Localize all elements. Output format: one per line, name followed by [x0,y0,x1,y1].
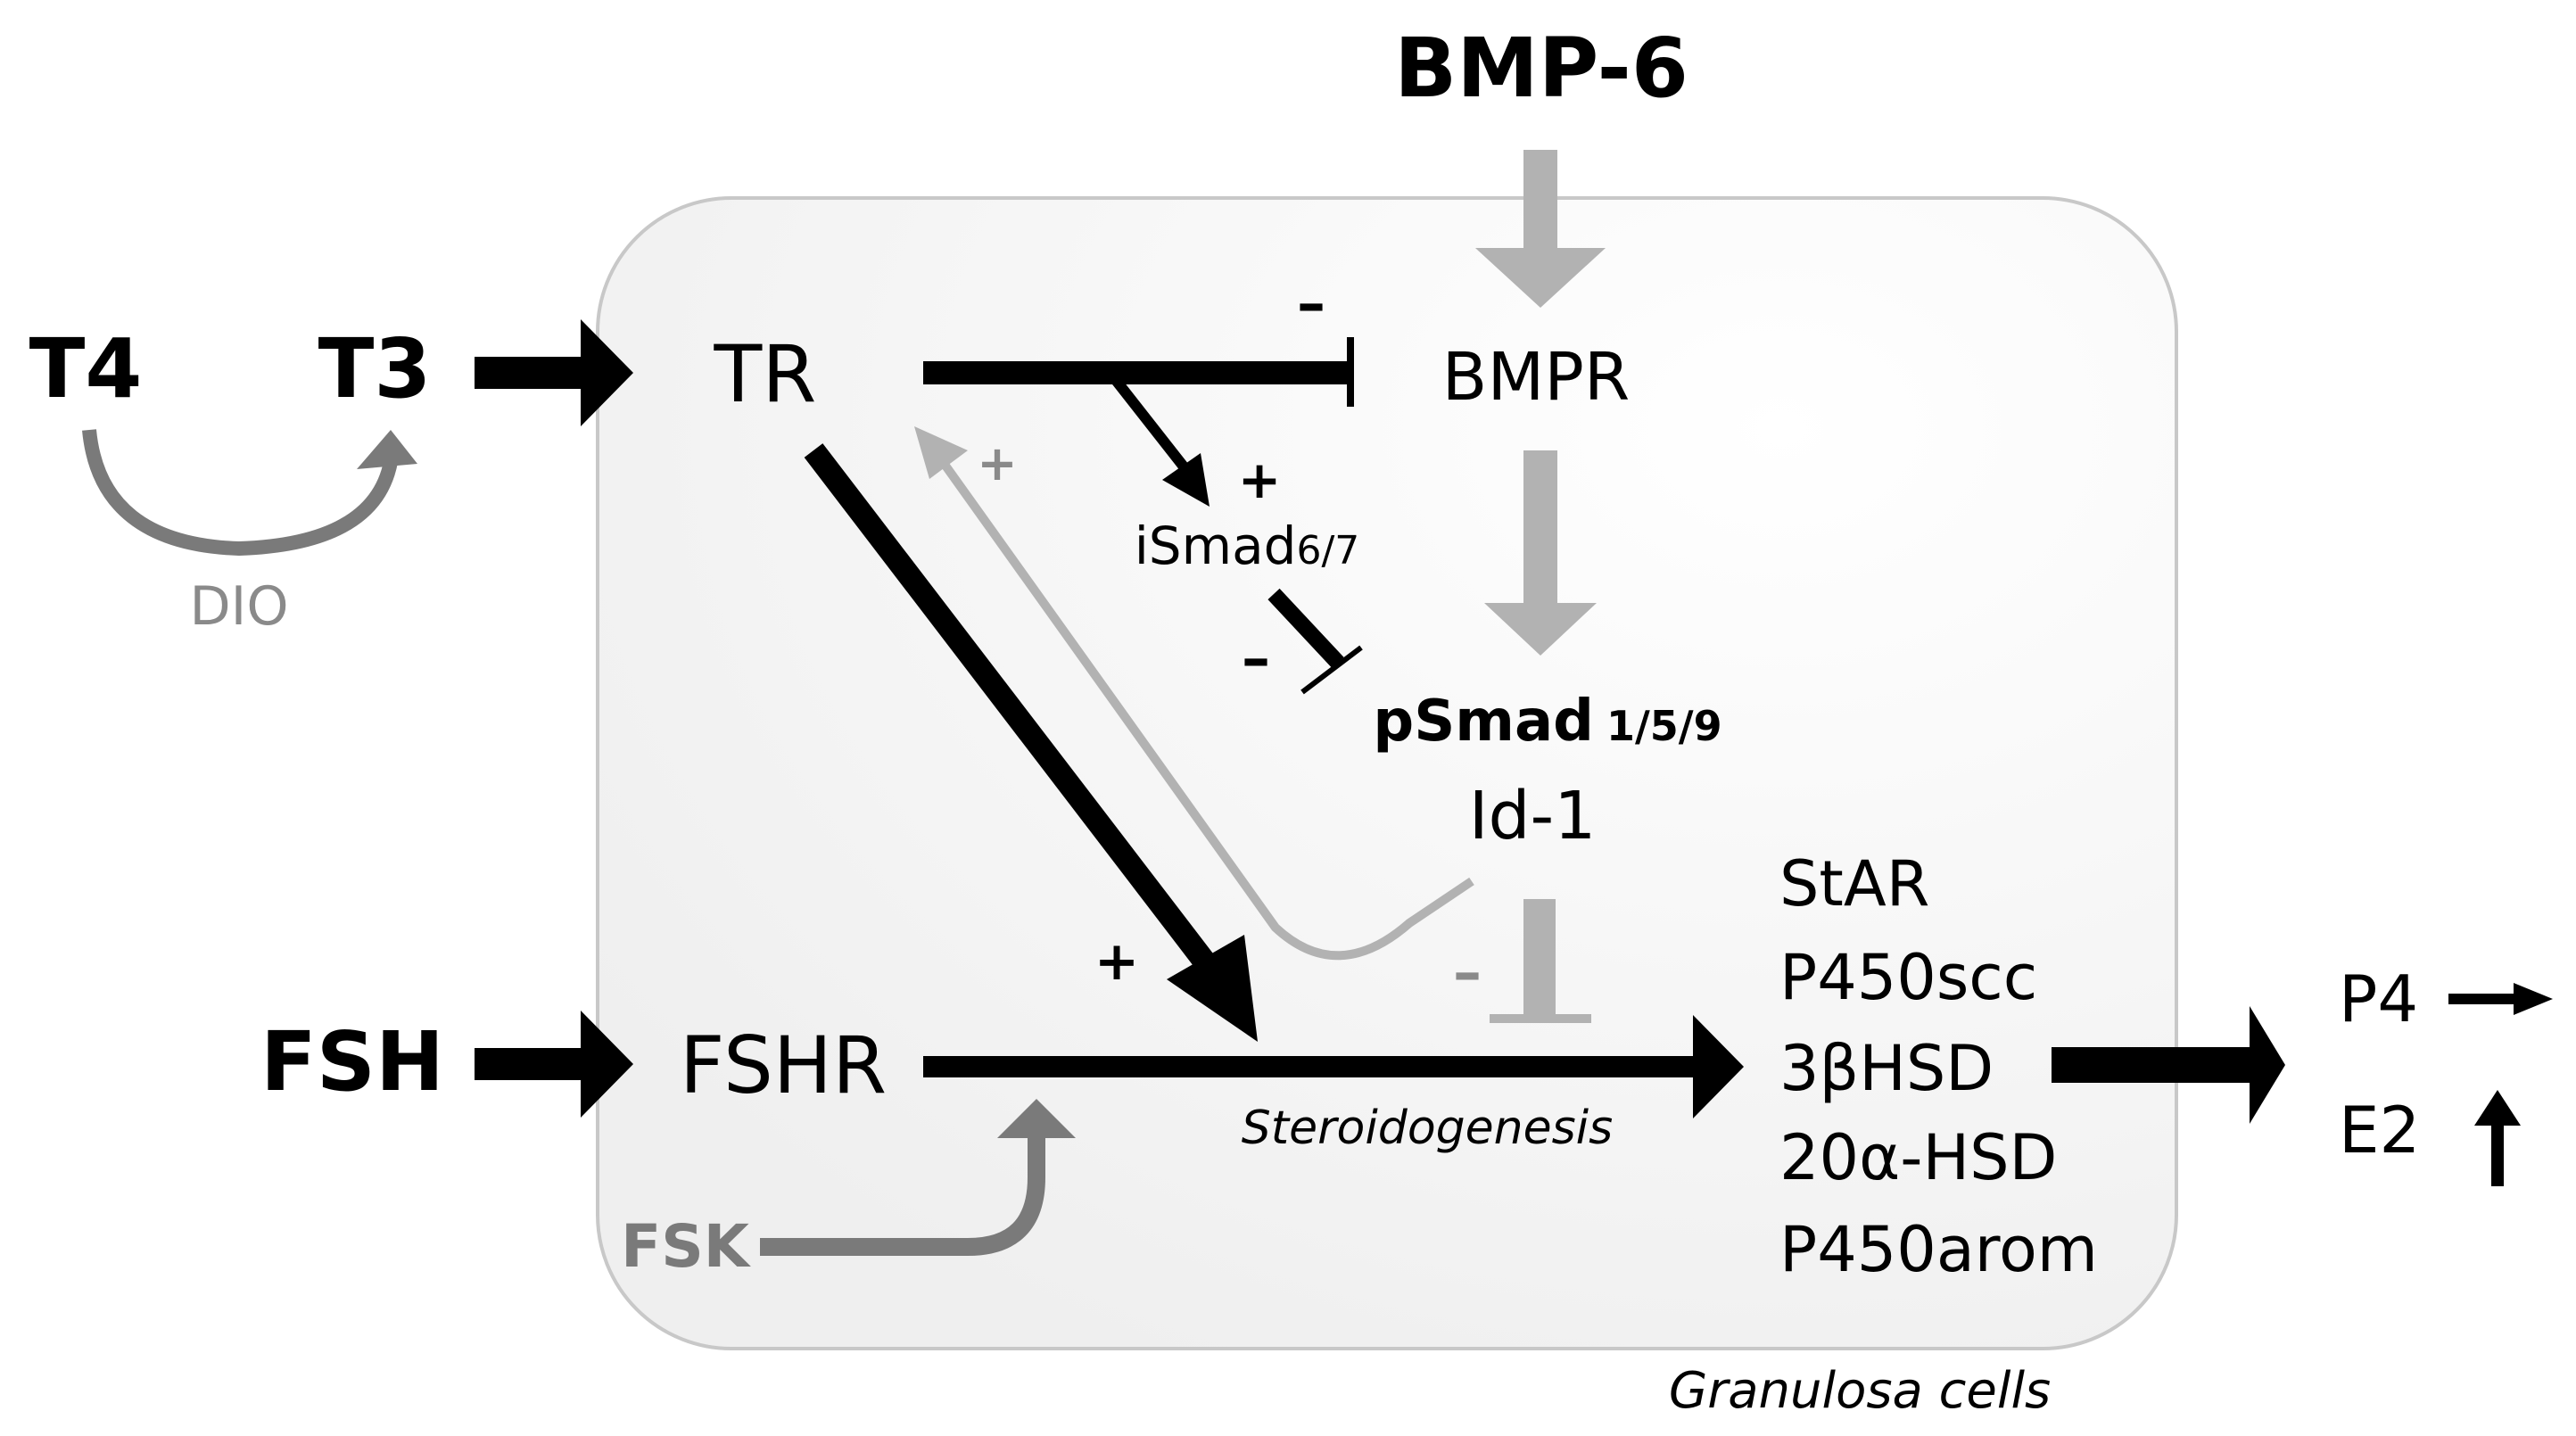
plus-tr-fshr-label: + [1094,930,1139,993]
p4-label: P4 [2339,961,2418,1036]
id1-label: Id-1 [1469,778,1597,854]
dio-arrowhead [357,430,417,469]
plus-ismad-label: + [1238,450,1282,510]
plus-feedback-label: + [977,435,1017,491]
gene-star: StAR [1779,847,1929,920]
fsh-label: FSH [260,1014,444,1110]
t3-to-tr-arrow [475,319,633,426]
p4-right-arrow [2448,983,2553,1015]
fsh-to-fshr-arrow [475,1011,633,1118]
fshr-to-steroidogenesis-arrow [923,1015,1744,1118]
genes-to-hormones-arrow [2052,1006,2285,1124]
psmad-subscript: 1/5/9 [1606,702,1722,750]
bmp6-label: BMP-6 [1394,21,1688,116]
gene-20ahsd: 20α-HSD [1779,1121,2057,1194]
fsk-arrowhead [997,1099,1076,1138]
fshr-label: FSHR [680,1019,887,1111]
granulosa-cells-label: Granulosa cells [1669,1362,2051,1420]
steroidogenesis-label: Steroidogenesis [1242,1102,1613,1155]
gene-3bhsd: 3βHSD [1779,1032,1994,1105]
gene-p450scc: P450scc [1779,941,2037,1014]
e2-label: E2 [2339,1093,2420,1168]
minus-id1-label: – [1453,940,1482,1006]
fsk-label: FSK [621,1212,752,1281]
dio-curve-arrow [82,429,398,557]
minus-tr-bmpr-label: – [1297,271,1325,337]
bmpr-label: BMPR [1442,339,1631,416]
t4-label: T4 [29,321,143,417]
gene-p450arom: P450arom [1779,1213,2098,1286]
id1-inhibits-steroidogenesis [1490,899,1591,1023]
fsk-to-fshr-arrow [760,1133,1045,1256]
psmad-main-text: pSmad [1373,689,1594,755]
tr-to-steroidogenesis-arrow [804,443,1258,1042]
dio-label: DIO [189,575,288,638]
steroidogenic-gene-list: StAR P450scc 3βHSD 20α-HSD P450arom [1779,847,2098,1286]
minus-ismad-label: – [1242,626,1270,692]
tr-label: TR [714,328,817,420]
ismad-main-text: iSmad [1135,516,1297,576]
id1-to-tr-feedback-arrow [941,463,1474,961]
tr-to-ismad-arrow [1110,376,1210,507]
tr-inhibits-bmpr [923,337,1354,407]
t3-label: T3 [318,321,432,417]
bmp6-to-bmpr-arrow [1475,150,1606,308]
ismad-inhibits-psmad [1267,588,1363,695]
e2-up-arrow [2474,1090,2521,1186]
ismad-subscript: 6/7 [1296,528,1359,574]
feedback-arrowhead [914,426,968,479]
bmpr-to-psmad-arrow [1484,450,1597,656]
ismad-label: iSmad6/7 [1135,516,1360,576]
